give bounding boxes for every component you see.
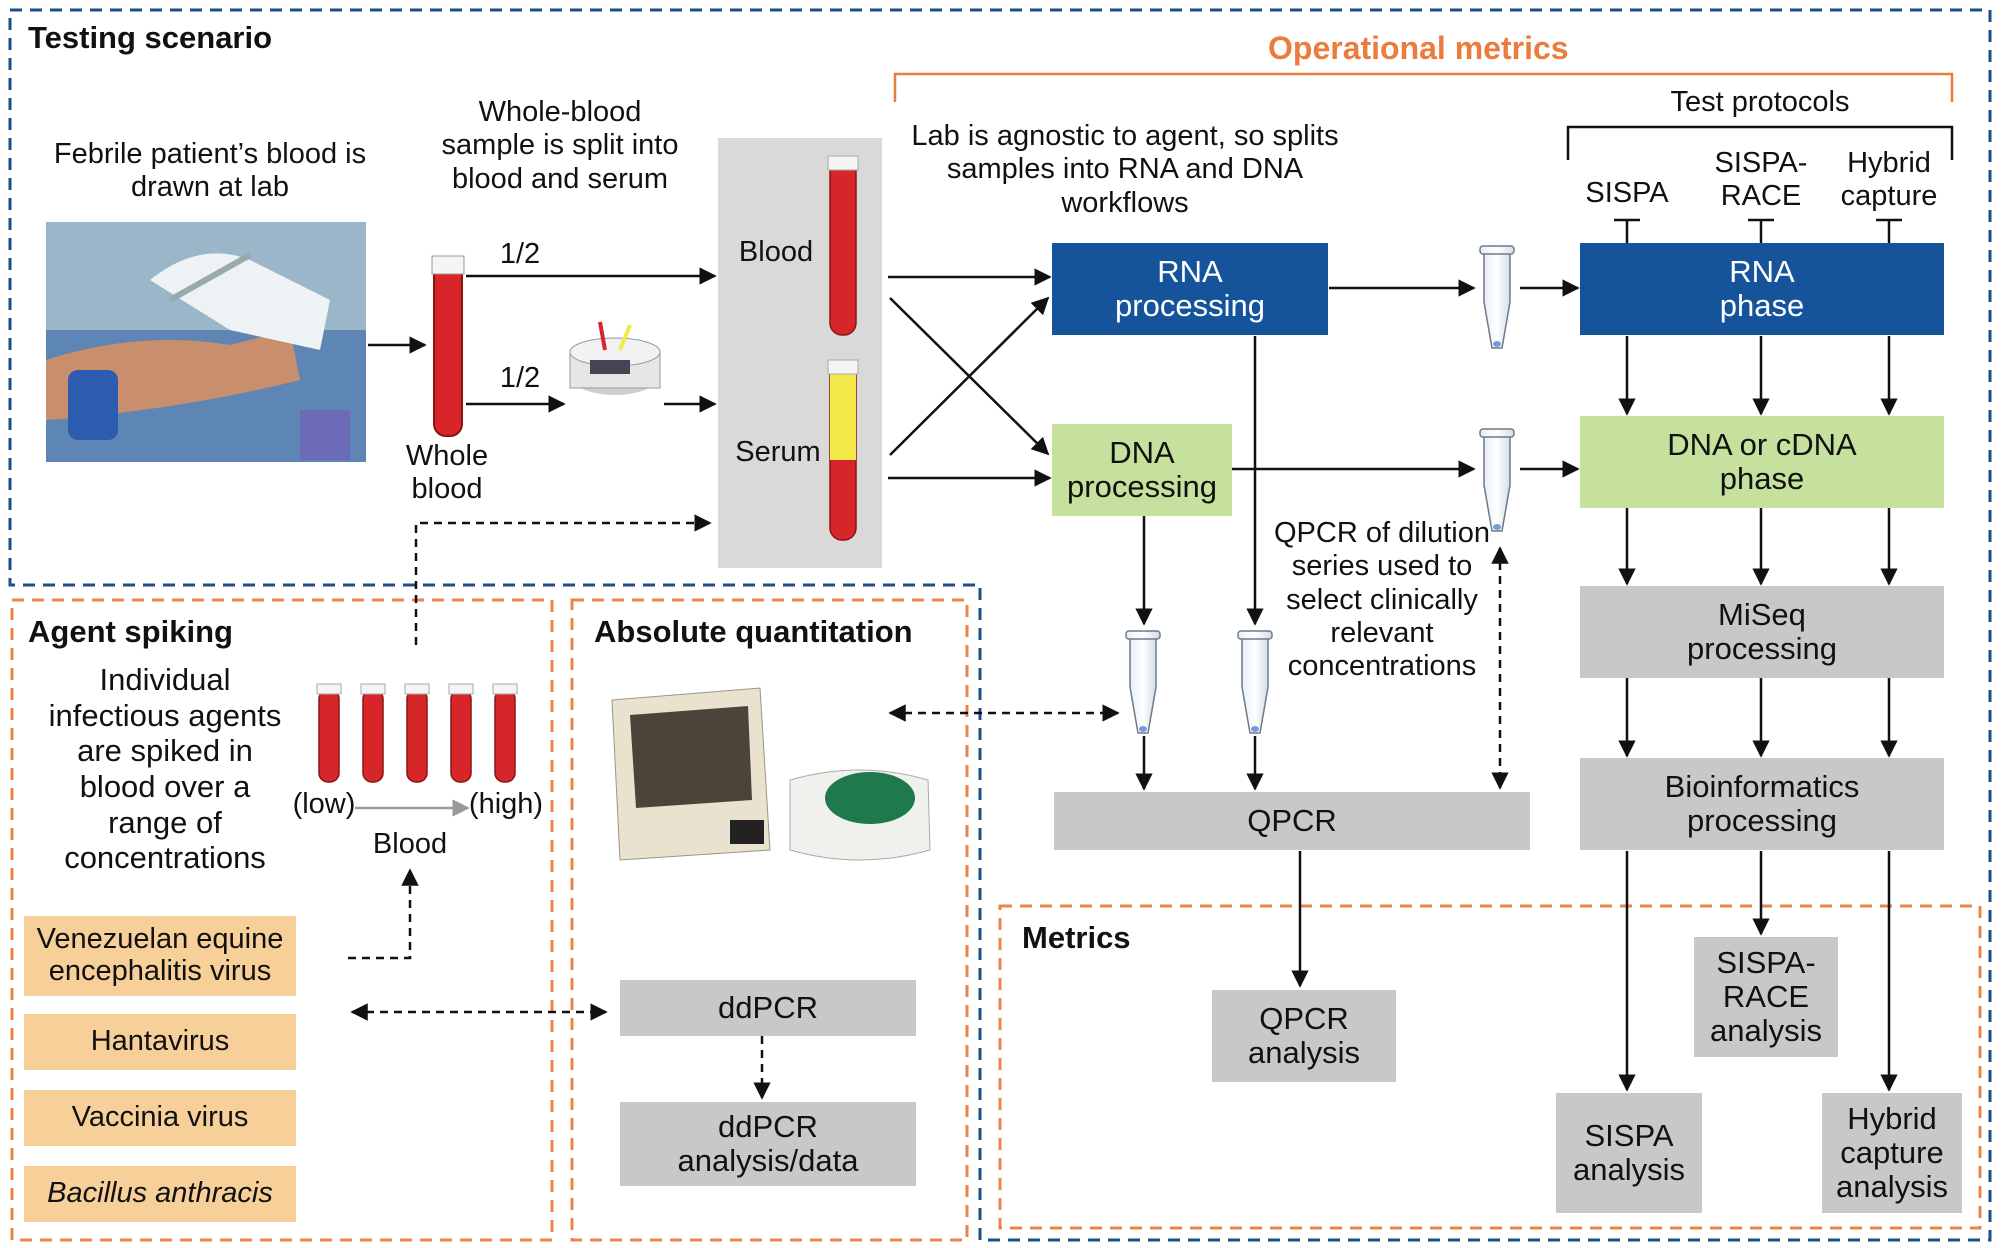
operational-metrics-bracket	[893, 72, 1954, 102]
hybrid-capture-analysis-box: Hybrid capture analysis	[1822, 1093, 1962, 1213]
low-label: (low)	[292, 788, 356, 820]
sispa-analysis-box: SISPA analysis	[1556, 1093, 1702, 1213]
solid-arrows	[368, 267, 1898, 1092]
blood-tube-icon	[827, 155, 859, 336]
blood-label: Blood	[738, 236, 814, 268]
spiking-description: Individual infectious agents are spiked …	[48, 662, 282, 876]
ddpcr-analysis-box: ddPCR analysis/data	[620, 1102, 916, 1186]
agent-hantavirus: Hantavirus	[24, 1014, 296, 1070]
dna-processing-box: DNA processing	[1052, 424, 1232, 516]
tube-panel	[718, 138, 882, 568]
absolute-quantitation-title: Absolute quantitation	[594, 614, 913, 649]
whole-blood-split-label: Whole-blood sample is split into blood a…	[441, 96, 679, 195]
dashed-arrows	[348, 514, 1509, 1100]
serum-tube-icon	[827, 359, 859, 541]
spiking-tubes	[318, 689, 516, 783]
half-bottom-label: 1/2	[499, 362, 541, 394]
test-protocols-bracket	[1566, 125, 1954, 160]
agent-spiking-border	[10, 598, 554, 1242]
agent-vaccinia-virus: Vaccinia virus	[24, 1090, 296, 1146]
testing-scenario-border	[8, 8, 1992, 1242]
testing-scenario-title: Testing scenario	[28, 20, 273, 55]
miseq-processing-box: MiSeq processing	[1580, 586, 1944, 678]
rna-processing-box: RNA processing	[1052, 243, 1328, 335]
sispa-race-analysis-box: SISPA- RACE analysis	[1694, 937, 1838, 1057]
protocol-tbars	[1614, 218, 1902, 245]
whole-blood-label: Whole blood	[405, 440, 489, 506]
high-label: (high)	[468, 788, 544, 820]
bioinformatics-processing-box: Bioinformatics processing	[1580, 758, 1944, 850]
sispa-race-protocol-label: SISPA- RACE	[1714, 147, 1808, 213]
metrics-title: Metrics	[1022, 920, 1131, 955]
agent-spiking-title: Agent spiking	[28, 614, 233, 649]
operational-metrics-title: Operational metrics	[1268, 30, 1569, 66]
qpcr-dilution-label: QPCR of dilution series used to select c…	[1274, 517, 1490, 683]
half-top-label: 1/2	[499, 238, 541, 270]
qpcr-analysis-box: QPCR analysis	[1212, 990, 1396, 1082]
sispa-protocol-label: SISPA	[1585, 177, 1669, 209]
centrifuge-icon	[569, 321, 661, 395]
hybrid-capture-protocol-label: Hybrid capture	[1840, 147, 1938, 213]
serum-label: Serum	[735, 436, 821, 468]
blood-draw-photo	[46, 222, 366, 462]
dna-cdna-phase-box: DNA or cDNA phase	[1580, 416, 1944, 508]
ddpcr-box: ddPCR	[620, 980, 916, 1036]
spiking-blood-label: Blood	[372, 828, 448, 860]
qpcr-box: QPCR	[1054, 792, 1530, 850]
febrile-label: Febrile patient’s blood is drawn at lab	[53, 138, 367, 204]
test-protocols-label: Test protocols	[1670, 86, 1850, 118]
rna-phase-box: RNA phase	[1580, 243, 1944, 335]
ddpcr-instrument-icon	[611, 687, 931, 861]
microtube-icon	[1125, 245, 1515, 734]
whole-blood-tube	[431, 255, 465, 437]
absolute-quantitation-border	[570, 598, 969, 1242]
agent-vee-virus: Venezuelan equine encephalitis virus	[24, 916, 296, 996]
agent-bacillus-anthracis: Bacillus anthracis	[24, 1166, 296, 1222]
lab-agnostic-label: Lab is agnostic to agent, so splits samp…	[911, 120, 1339, 219]
metrics-border	[998, 904, 1982, 1230]
